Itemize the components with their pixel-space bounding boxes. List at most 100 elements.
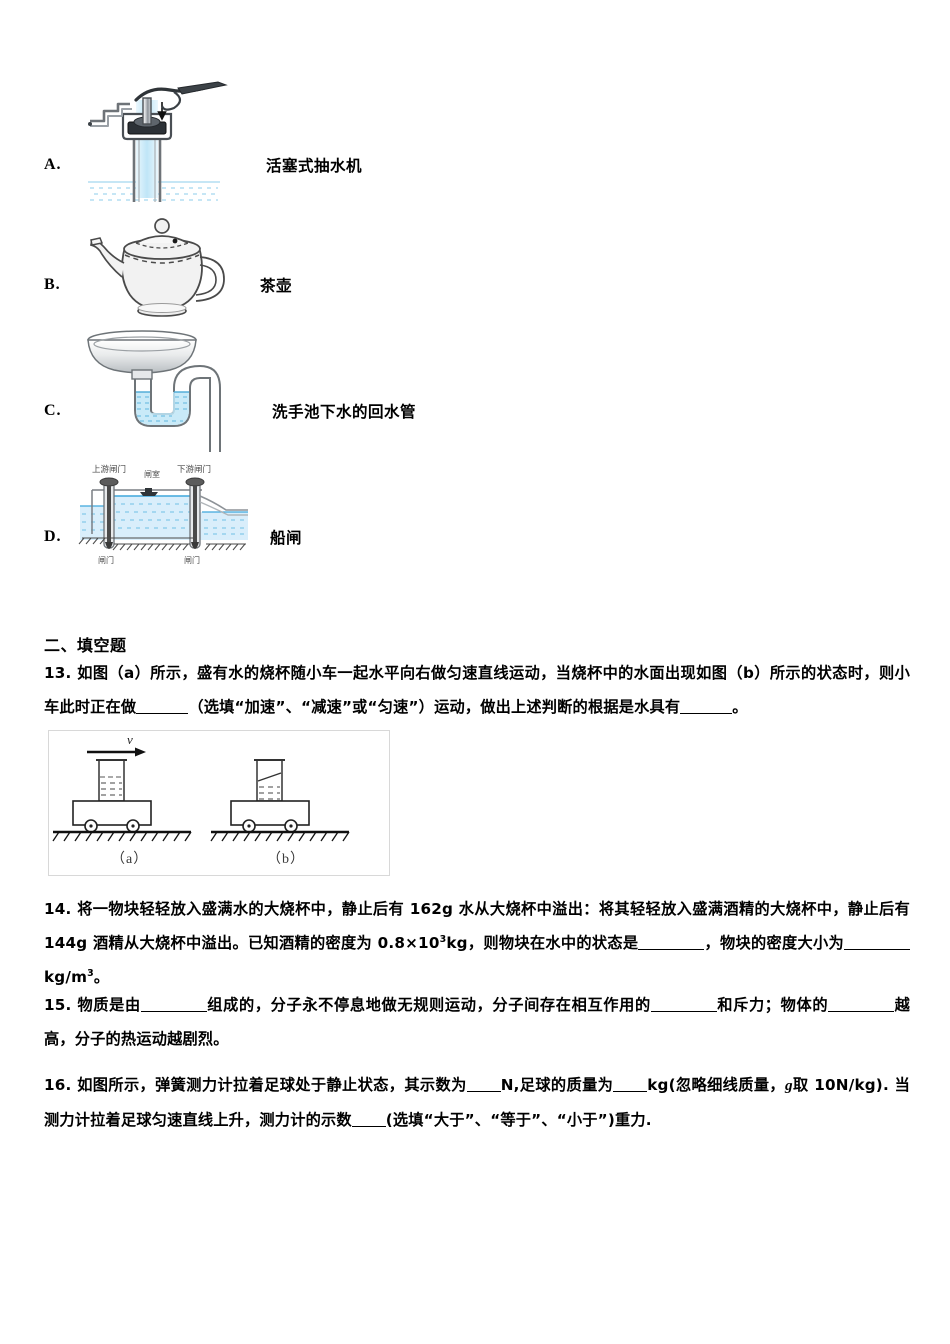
option-caption-d: 船闸 <box>270 529 303 547</box>
q15-text-part2: 组成的，分子永不停息地做无规则运动，分子间存在相互作用的 <box>206 996 651 1014</box>
q14-text-part2: kg，则物块在水中的状态是 <box>446 934 639 952</box>
q15-blank-1[interactable] <box>140 997 207 1012</box>
q13-text-part3: 。 <box>732 698 748 716</box>
choice-option-b[interactable]: B. <box>44 207 604 322</box>
q14-text-part3: ，物块的密度大小为 <box>704 934 844 952</box>
downstream-bank <box>199 495 248 511</box>
q15-blank-3[interactable] <box>828 997 895 1012</box>
q16-text-part4: 取 10N/kg). 当测力计拉着足球匀速直线上升，测力计的示数 <box>44 1076 910 1129</box>
cart-body-b <box>230 800 310 826</box>
velocity-label-v: v <box>127 732 133 747</box>
q14-unit: kg/m <box>44 968 88 986</box>
teapot-air-hole <box>172 238 178 244</box>
downstream-gate-rod <box>193 486 197 546</box>
q13-text-part2: （选填“加速”、“减速”或“匀速”）运动，做出上述判断的根据是水具有 <box>188 698 681 716</box>
inlet-spout <box>90 102 130 123</box>
sink-drain-trap-figure <box>78 326 248 456</box>
water-hatch-a <box>101 782 122 796</box>
piston-water-pump-icon <box>88 81 228 202</box>
q14-text-part4: 。 <box>93 968 110 986</box>
label-upstream-gate: 上游闸门 <box>92 464 126 475</box>
boat-icon <box>140 492 158 496</box>
water-hatch-b <box>259 786 280 800</box>
q16-blank-1[interactable] <box>466 1077 501 1092</box>
q16-text-part3: kg(忽略细线质量， <box>647 1076 785 1094</box>
question-14: 14. 将一物块轻轻放入盛满水的大烧杯中，静止后有 162g 水从大烧杯中溢出：… <box>44 892 910 994</box>
q16-symbol-g: g <box>785 1077 793 1094</box>
trapped-water <box>136 392 189 425</box>
downstream-gate-tip <box>191 542 199 549</box>
figure-sublabel-a: （a） <box>111 852 149 867</box>
figure-sublabel-b: （b） <box>267 852 305 867</box>
upstream-gate-tip <box>105 542 113 549</box>
piston-water-pump-figure <box>78 78 238 203</box>
pump-pipe <box>132 136 162 202</box>
q16-blank-3[interactable] <box>351 1112 386 1127</box>
teapot-spout <box>89 239 125 278</box>
diagram-b <box>210 759 350 842</box>
q16-blank-2[interactable] <box>613 1077 648 1092</box>
q15-text-part1: 物质是由 <box>77 996 141 1014</box>
riverbed-hatching <box>78 537 246 551</box>
question-15: 15. 物质是由 组成的，分子永不停息地做无规则运动，分子间存在相互作用的 和斥力；… <box>44 988 910 1056</box>
teapot-figure <box>78 207 238 322</box>
ship-lock-figure: 上游闸门 闸室 下游闸门 <box>78 460 250 566</box>
option-caption-a: 活塞式抽水机 <box>266 156 363 175</box>
sink-bowl <box>87 339 197 374</box>
diagram-a: v <box>52 732 192 842</box>
choice-option-d[interactable]: D. 上游闸门 闸室 下游闸门 <box>44 460 604 566</box>
label-downstream-gate: 下游闸门 <box>177 464 211 475</box>
q15-text-part3: 和斥力；物体的 <box>716 996 829 1014</box>
q14-exponent-2: 3 <box>87 967 94 979</box>
q14-blank-1[interactable] <box>638 935 705 950</box>
q15-blank-2[interactable] <box>650 997 717 1012</box>
q16-text-part1: 如图所示，弹簧测力计拉着足球处于静止状态，其示数为 <box>77 1076 467 1094</box>
teapot-handle-outer <box>195 256 225 302</box>
option-letter-b: B. <box>44 275 61 293</box>
piston-rod <box>142 97 152 125</box>
choice-option-c[interactable]: C. <box>44 326 604 456</box>
downstream-gate-cap <box>185 477 205 487</box>
choice-options-block: A. <box>44 78 604 570</box>
teapot-icon <box>89 218 225 317</box>
downstream-water <box>196 512 248 540</box>
q13-blank-2[interactable] <box>680 699 733 714</box>
lever-grip <box>177 81 228 95</box>
q14-number: 14. <box>44 900 72 918</box>
velocity-arrow-head <box>135 747 146 757</box>
sink-drain-trap-icon <box>87 330 221 452</box>
choice-option-a[interactable]: A. <box>44 78 604 203</box>
trap-outlet <box>199 365 221 452</box>
q15-text-part4: 越高，分子的热运动越剧烈。 <box>44 996 911 1048</box>
option-caption-b: 茶壶 <box>260 276 293 295</box>
option-letter-a: A. <box>44 155 62 173</box>
upstream-gate-cap <box>99 477 119 487</box>
water-hatch-lines <box>137 396 188 422</box>
teapot-knob <box>154 218 170 234</box>
trap-pipe-outer <box>134 377 211 452</box>
q16-text-part5: (选填“大于”、“等于”、“小于”)重力. <box>385 1111 652 1129</box>
option-letter-c: C. <box>44 402 62 419</box>
ground-hatch-a <box>52 831 192 842</box>
label-gate-left: 闸门 <box>98 555 114 565</box>
q14-text-part1: 将一物块轻轻放入盛满水的大烧杯中，静止后有 162g 水从大烧杯中溢出：将其轻轻… <box>44 900 910 952</box>
ground-hatch-b <box>210 831 350 842</box>
water-ripples <box>82 503 246 535</box>
drain-collar <box>131 369 153 380</box>
teapot-handle-inner <box>195 264 217 296</box>
teapot-lid-dome <box>135 235 189 244</box>
teapot-shoulder-dash <box>124 254 200 264</box>
label-chamber: 闸室 <box>144 469 160 479</box>
q13-blank-1[interactable] <box>136 699 189 714</box>
q14-blank-2[interactable] <box>844 935 910 950</box>
q16-number: 16. <box>44 1076 72 1094</box>
label-gate-right: 闸门 <box>184 555 200 565</box>
cart-beaker-diagram: v <box>52 732 350 842</box>
section-heading-fill-in-blank: 二、填空题 <box>44 636 127 655</box>
q15-number: 15. <box>44 996 72 1014</box>
chamber-water <box>108 496 196 540</box>
option-letter-d: D. <box>44 528 62 545</box>
option-caption-c: 洗手池下水的回水管 <box>272 403 417 421</box>
